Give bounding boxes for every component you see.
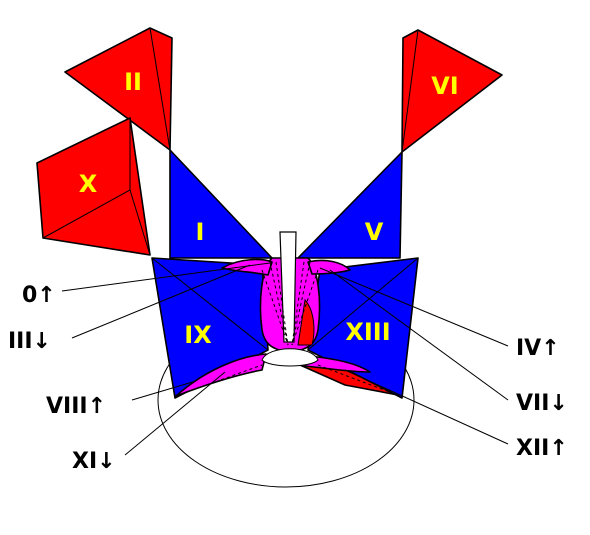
face-vi-shape: [401, 29, 503, 153]
leader-xii: [344, 369, 509, 445]
leader-viii: [131, 380, 197, 401]
leader-vii: [329, 269, 509, 401]
face-v: V: [297, 151, 403, 259]
face-ix-diagonal: [151, 257, 269, 351]
callout-iii: III↓: [8, 329, 51, 354]
callout-0: 0↑: [22, 283, 56, 308]
callout-xi: XI↓: [72, 449, 116, 474]
lower-right-wing: [304, 355, 371, 373]
upper-right-wing: [307, 259, 351, 275]
callout-vii: VII↓: [516, 391, 568, 416]
face-v-label: V: [365, 218, 384, 246]
leader-0: [61, 262, 271, 292]
center-region: [175, 231, 401, 397]
face-vi: VI: [401, 29, 503, 153]
face-xiii-label: XIII: [345, 318, 390, 346]
face-i: I: [169, 149, 273, 259]
face-ii-label: II: [124, 68, 142, 96]
face-i-shape: [169, 149, 273, 259]
center-hub: [261, 348, 319, 367]
callout-viii: VIII↑: [46, 394, 106, 419]
face-x: X: [36, 117, 151, 256]
center-red-sliver: [297, 298, 315, 346]
face-ix-label: IX: [184, 321, 212, 349]
face-ii-shape: [64, 27, 173, 151]
face-x-fold-2: [129, 189, 151, 256]
leader-xi: [124, 371, 226, 456]
face-xiii: XIII: [307, 257, 419, 399]
face-ii-fold: [149, 27, 171, 151]
face-vi-fold: [401, 29, 419, 153]
face-xiii-diagonal: [307, 257, 419, 351]
face-v-shape: [297, 151, 403, 259]
leader-iii: [71, 264, 251, 339]
callout-xii: XII↑: [516, 436, 568, 461]
face-x-label: X: [79, 170, 98, 198]
face-i-label: I: [196, 218, 205, 246]
center-dashed-lines: [175, 261, 401, 397]
leader-iv: [319, 267, 509, 347]
callout-labels: 0↑ III↓ VIII↑ XI↓ IV↑ VII↓ XII↑: [8, 283, 568, 474]
leader-lines: [61, 262, 509, 456]
callout-iv: IV↑: [516, 336, 560, 361]
face-vi-label: VI: [431, 72, 459, 100]
